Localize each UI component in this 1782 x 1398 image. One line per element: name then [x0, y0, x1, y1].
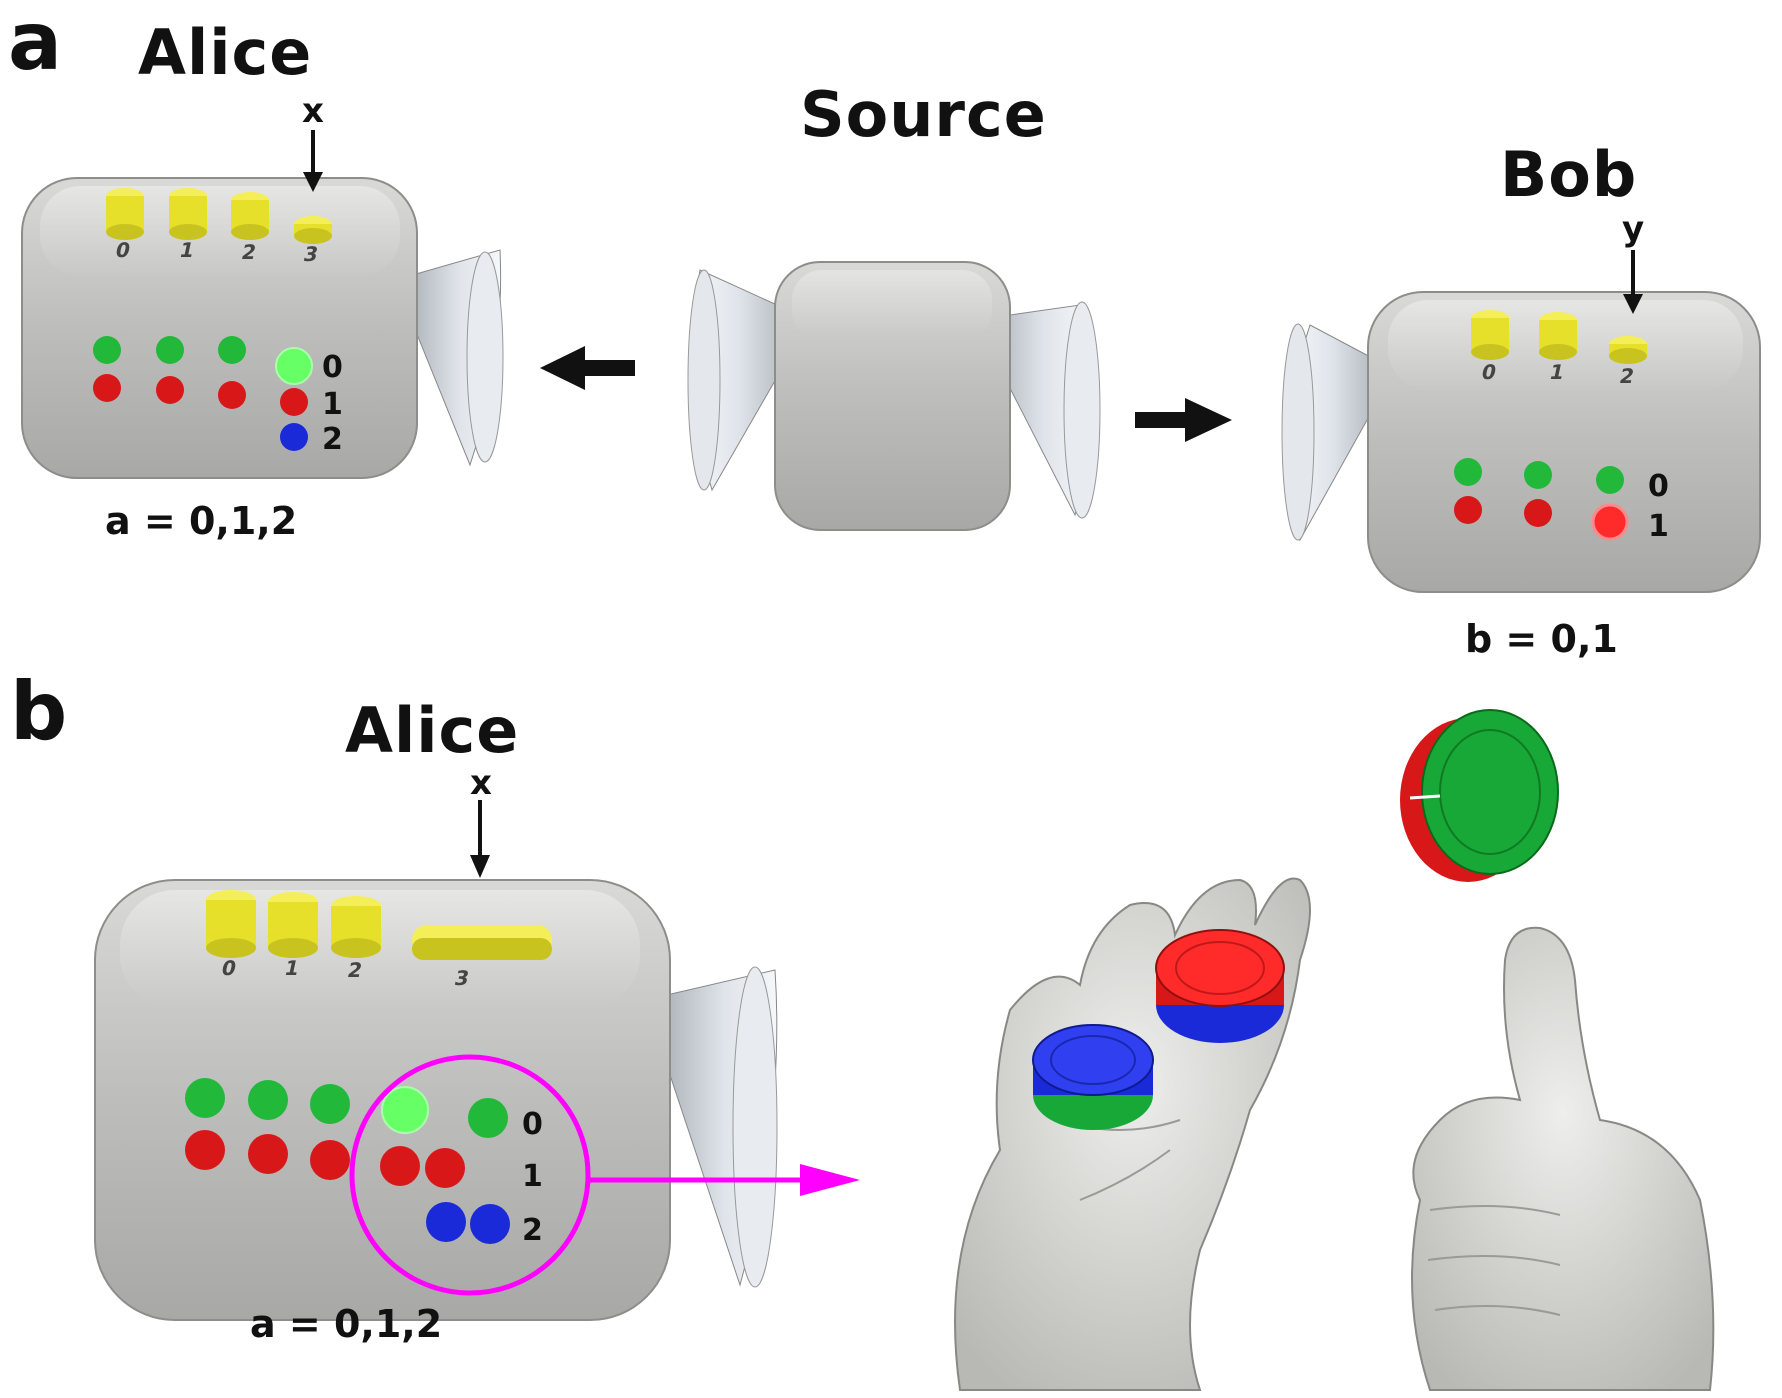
bob-buttons — [1471, 310, 1647, 364]
source-left-cone-rim — [687, 269, 721, 491]
arrow-to-bob — [1135, 398, 1232, 442]
alice-a-cone-rim — [466, 251, 504, 463]
source-right-cone-rim — [1063, 301, 1101, 519]
alice-a-output-label-2: 2 — [322, 422, 343, 457]
coin-blue-green — [1032, 1024, 1154, 1130]
highlight-group — [349, 1054, 860, 1296]
arrow-to-alice — [540, 346, 635, 390]
bob-leds — [1454, 458, 1629, 541]
alice-b-output-label-0: 0 — [522, 1107, 543, 1142]
alice-a-output-label-1: 1 — [322, 387, 343, 422]
bob-output-label-1: 1 — [1648, 509, 1669, 544]
source-label: Source — [800, 78, 1047, 151]
bob-name: Bob — [1500, 138, 1638, 211]
alice-a-name: Alice — [138, 16, 313, 89]
alice-a-output-label-0: 0 — [322, 350, 343, 385]
flipping-coin — [1400, 709, 1559, 882]
alice-a-input-arrow — [303, 130, 323, 192]
alice-a-equation: a = 0,1,2 — [105, 499, 298, 543]
bob-equation: b = 0,1 — [1465, 617, 1618, 661]
coin-red-blue — [1155, 929, 1285, 1043]
alice-b-name: Alice — [345, 694, 520, 767]
alice-b-input-var: x — [470, 763, 492, 803]
bob-device — [1281, 291, 1761, 593]
source-top — [792, 270, 992, 340]
source-device — [687, 261, 1101, 531]
alice-a-input-var: x — [302, 91, 324, 131]
alice-a-leds — [93, 336, 313, 451]
bob-input-var: y — [1622, 209, 1645, 249]
bob-output-label-0: 0 — [1648, 469, 1669, 504]
bob-cone-rim — [1281, 323, 1315, 541]
thumbs-up-hand — [1411, 926, 1715, 1391]
alice-b-output-label-2: 2 — [522, 1213, 543, 1248]
panel-label-a: a — [8, 0, 62, 88]
alice-b-output-label-1: 1 — [522, 1159, 543, 1194]
alice-b-input-arrow — [470, 800, 490, 878]
alice-a-buttons — [106, 188, 332, 244]
alice-device-b — [94, 879, 778, 1321]
alice-b-buttons — [206, 890, 552, 960]
alice-b-equation: a = 0,1,2 — [250, 1302, 443, 1346]
highlight-circle — [349, 1054, 591, 1296]
alice-b-leds — [185, 1078, 510, 1244]
alice-device-a — [21, 177, 504, 479]
panel-label-b: b — [10, 665, 68, 758]
bob-input-arrow — [1623, 250, 1643, 314]
alice-a-top — [40, 186, 400, 276]
highlight-arrow-head — [800, 1164, 860, 1196]
alice-b-cone-rim — [732, 966, 778, 1288]
